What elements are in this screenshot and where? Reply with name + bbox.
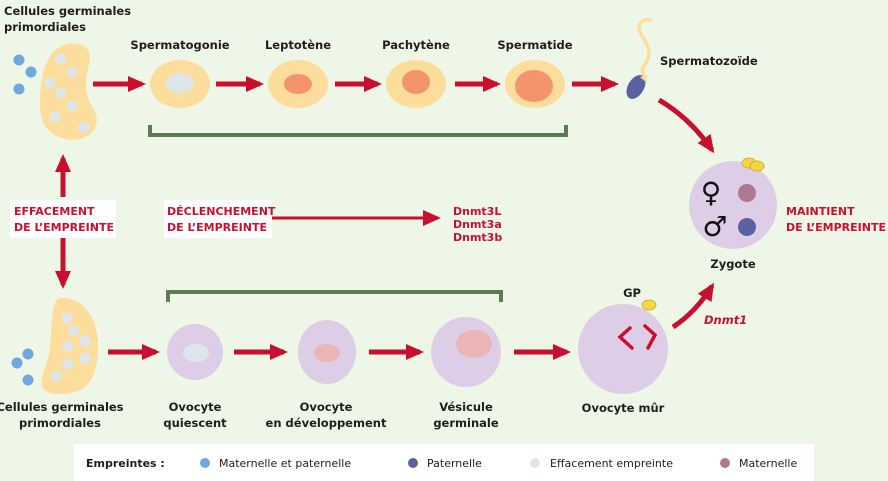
erasure-label-2: DE L’EMPREINTE bbox=[14, 221, 114, 234]
fertilization-arrow bbox=[657, 97, 715, 154]
spermatozoid-label: Spermatozoïde bbox=[660, 54, 758, 68]
erased-dot bbox=[50, 370, 62, 382]
spermatogonie-cell bbox=[150, 60, 210, 108]
enzyme-label: Dnmt3L bbox=[453, 205, 501, 218]
stage-label-line2: germinale bbox=[433, 416, 499, 430]
stage-label: Spermatide bbox=[497, 38, 572, 52]
mature-oocyte bbox=[578, 299, 668, 394]
legend-label: Maternelle et paternelle bbox=[219, 457, 351, 470]
spermatozoid bbox=[626, 17, 653, 99]
legend-swatch bbox=[530, 458, 540, 468]
polar-body-label: GP bbox=[623, 286, 641, 300]
spermatide-cell bbox=[505, 60, 565, 108]
chromosome bbox=[617, 326, 634, 350]
erased-dot bbox=[79, 352, 91, 364]
polar-body bbox=[749, 160, 765, 172]
erased-dot bbox=[62, 358, 74, 370]
mat-pat-dot bbox=[22, 348, 34, 360]
erasure-label-1: EFFACEMENT bbox=[14, 205, 95, 218]
legend-swatch bbox=[408, 458, 418, 468]
legend-label: Effacement empreinte bbox=[550, 457, 673, 470]
male-origin-label-1: Cellules germinales bbox=[4, 4, 131, 18]
legend-label: Maternelle bbox=[739, 457, 797, 470]
legend-label: Paternelle bbox=[427, 457, 482, 470]
erased-dot bbox=[61, 312, 73, 324]
female-origin-label-2: primordiales bbox=[19, 416, 101, 430]
stage-label-line2: en développement bbox=[266, 416, 387, 430]
stage-label-line1: Vésicule bbox=[439, 400, 493, 414]
trigger-label-1: DÉCLENCHEMENT bbox=[167, 205, 276, 218]
stage-label-line1: Ovocyte bbox=[169, 400, 222, 414]
quiescent-oocyte bbox=[167, 324, 223, 380]
developing-oocyte bbox=[298, 320, 356, 384]
erased-dot bbox=[66, 66, 78, 78]
erased-dot bbox=[49, 111, 61, 123]
mat-pat-dot bbox=[13, 83, 25, 95]
legend-box bbox=[74, 444, 814, 481]
erased-dot bbox=[79, 335, 91, 347]
trigger-label-2: DE L’EMPREINTE bbox=[167, 221, 267, 234]
male-origin-label-2: primordiales bbox=[4, 20, 86, 34]
germinal-vesicle-oocyte bbox=[431, 317, 501, 387]
leptotene-cell bbox=[268, 60, 328, 108]
male-primordial-germ-cells bbox=[13, 43, 97, 141]
polar-body bbox=[641, 299, 657, 311]
legend-title: Empreintes : bbox=[86, 457, 165, 470]
mat-pat-dot bbox=[11, 357, 23, 369]
zygote: ♀ ♂ bbox=[689, 157, 777, 249]
legend-swatch bbox=[200, 458, 210, 468]
pachytene-cell bbox=[386, 60, 446, 108]
mature-oocyte-label: Ovocyte mûr bbox=[582, 401, 665, 415]
stage-label: Leptotène bbox=[265, 38, 331, 52]
enzyme-label: Dnmt3b bbox=[453, 231, 502, 244]
erased-dot bbox=[55, 87, 67, 99]
paternal-pronucleus bbox=[738, 218, 756, 236]
oogenesis-bracket bbox=[166, 290, 503, 302]
erased-dot bbox=[78, 121, 90, 133]
zygote-label: Zygote bbox=[710, 257, 755, 271]
maintain-label-1: MAINTIENT bbox=[786, 205, 855, 218]
female-origin-label-1: Cellules germinales bbox=[0, 400, 124, 414]
maternal-pronucleus bbox=[738, 184, 756, 202]
stage-label-line1: Ovocyte bbox=[300, 400, 353, 414]
erased-dot bbox=[66, 100, 78, 112]
legend-swatch bbox=[720, 458, 730, 468]
erased-dot bbox=[55, 53, 67, 65]
chromosome bbox=[643, 324, 658, 350]
erased-dot bbox=[44, 77, 56, 89]
erasure-label-box bbox=[10, 200, 116, 238]
stage-label: Spermatogonie bbox=[130, 38, 229, 52]
mat-pat-dot bbox=[22, 374, 34, 386]
stage-label-line2: quiescent bbox=[163, 416, 227, 430]
mat-pat-dot bbox=[13, 54, 25, 66]
female-pronucleus-symbol: ♀ bbox=[701, 176, 722, 209]
erased-dot bbox=[62, 340, 74, 352]
fertilization-arrow bbox=[671, 282, 715, 330]
maintain-label-2: DE L’EMPREINTE bbox=[786, 221, 886, 234]
maintenance-enzyme-label: Dnmt1 bbox=[704, 313, 747, 327]
trigger-label-box bbox=[164, 200, 272, 238]
stage-label: Pachytène bbox=[382, 38, 450, 52]
mat-pat-dot bbox=[25, 66, 37, 78]
erased-dot bbox=[68, 325, 80, 337]
enzyme-label: Dnmt3a bbox=[453, 218, 502, 231]
meiosis-bracket bbox=[148, 125, 568, 137]
female-primordial-germ-cells bbox=[11, 297, 98, 394]
male-pronucleus-symbol: ♂ bbox=[702, 210, 727, 243]
